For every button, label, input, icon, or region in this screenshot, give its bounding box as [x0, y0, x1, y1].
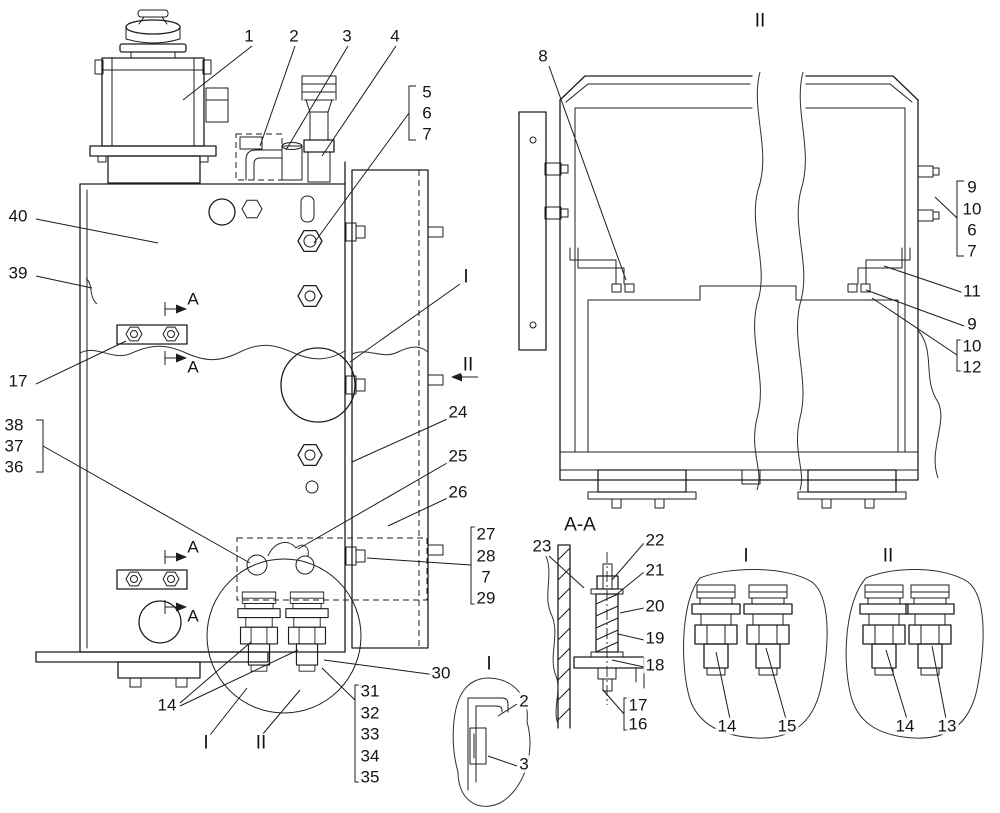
part-callout-20: 20: [643, 596, 667, 616]
filler-cap-assembly: [89, 9, 229, 184]
part-callout-11: 11: [961, 281, 983, 301]
part-callout-6: 6: [420, 103, 434, 123]
part-callout-9: 9: [965, 314, 979, 334]
section-mark-a: A: [185, 606, 201, 626]
part-callout-19: 19: [643, 628, 667, 648]
part-callout-26: 26: [446, 482, 470, 502]
view-label-a-a: A-A: [562, 514, 598, 536]
part-callout-15: 15: [775, 716, 799, 736]
view-label-i: I: [461, 266, 471, 288]
part-callout-10: 10: [960, 199, 984, 219]
part-callout-5: 5: [420, 82, 434, 102]
part-callout-6: 6: [965, 220, 979, 240]
part-callout-4: 4: [388, 26, 402, 46]
part-callout-23: 23: [530, 536, 554, 556]
view-label-ii: II: [752, 10, 768, 32]
part-callout-40: 40: [6, 206, 30, 226]
part-callout-10: 10: [960, 336, 984, 356]
part-callout-14: 14: [155, 695, 179, 715]
top-fittings: [235, 75, 337, 183]
part-callout-12: 12: [960, 357, 984, 377]
section-view-ii: [518, 65, 965, 509]
detail-i-leaders: [487, 703, 518, 767]
part-callout-33: 33: [358, 724, 382, 744]
part-callout-17: 17: [6, 371, 30, 391]
flange-studs: [345, 222, 444, 566]
view-ii-leaders: [548, 65, 965, 372]
tank-body: [35, 161, 444, 688]
part-callout-13: 13: [935, 716, 959, 736]
part-callout-14: 14: [893, 716, 917, 736]
view-label-ii: II: [880, 545, 896, 567]
part-callout-27: 27: [474, 524, 498, 544]
part-callout-9: 9: [965, 177, 979, 197]
detail-i-fittings: [683, 568, 828, 739]
view-label-i: I: [741, 545, 751, 567]
part-callout-7: 7: [420, 124, 434, 144]
part-callout-24: 24: [446, 402, 470, 422]
main-view-leaders: [35, 45, 478, 783]
view-label-i: I: [484, 653, 494, 675]
part-callout-32: 32: [358, 703, 382, 723]
part-callout-35: 35: [358, 767, 382, 787]
part-callout-36: 36: [2, 457, 26, 477]
section-mark-a: A: [185, 537, 201, 557]
main-front-view: [35, 9, 478, 783]
view-label-ii: II: [460, 354, 476, 376]
part-callout-34: 34: [358, 746, 382, 766]
part-callout-3: 3: [340, 26, 354, 46]
wall-bolts: [544, 162, 940, 222]
detail-ii-fitting-leaders: [885, 645, 947, 720]
part-callout-28: 28: [474, 546, 498, 566]
part-callout-25: 25: [446, 446, 470, 466]
part-callout-30: 30: [429, 663, 453, 683]
part-callout-38: 38: [2, 415, 26, 435]
part-callout-3: 3: [517, 754, 531, 774]
part-callout-39: 39: [6, 263, 30, 283]
part-callout-2: 2: [287, 26, 301, 46]
suction-ports: [206, 537, 428, 714]
part-callout-29: 29: [474, 588, 498, 608]
part-callout-22: 22: [643, 530, 667, 550]
part-callout-7: 7: [965, 241, 979, 261]
part-callout-8: 8: [536, 46, 550, 66]
view-label-ii: II: [253, 732, 269, 754]
part-callout-18: 18: [643, 655, 667, 675]
section-mark-a: A: [185, 357, 201, 377]
detail-i-bracket: [452, 677, 531, 807]
part-callout-21: 21: [643, 560, 667, 580]
part-callout-31: 31: [358, 681, 382, 701]
view-label-i: I: [201, 732, 211, 754]
part-callout-14: 14: [715, 716, 739, 736]
part-callout-2: 2: [517, 691, 531, 711]
part-callout-1: 1: [242, 26, 256, 46]
part-callout-16: 16: [626, 714, 650, 734]
part-callout-7: 7: [479, 567, 493, 587]
internal-brackets: [569, 247, 911, 293]
section-a-marks: [164, 302, 187, 614]
detail-i-fitting-leaders: [715, 647, 787, 720]
section-mark-a: A: [185, 289, 201, 309]
part-callout-37: 37: [2, 436, 26, 456]
part-callout-17: 17: [626, 695, 650, 715]
